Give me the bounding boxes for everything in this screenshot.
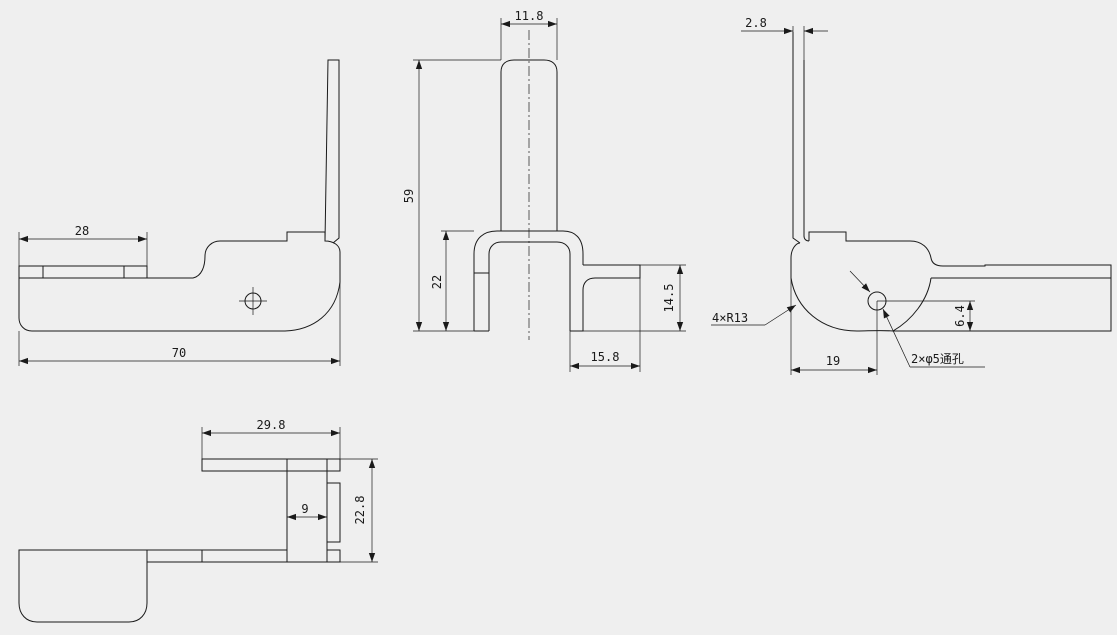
middle-view-foot <box>570 264 641 332</box>
hole-note: 2×φ5通孔 <box>911 352 964 366</box>
dim-28: 28 <box>75 224 89 238</box>
front-view-tab <box>18 265 148 279</box>
top-view-top-arm <box>201 458 341 472</box>
top-view: 29.8 9 22.8 <box>18 418 378 623</box>
middle-view-bridge-inner <box>488 241 571 331</box>
side-view-inner-arc <box>892 277 932 332</box>
dim-9: 9 <box>301 502 308 516</box>
dim-6-4: 6.4 <box>953 305 967 327</box>
top-view-arm <box>146 549 288 563</box>
leader-line <box>882 308 911 368</box>
middle-view: 11.8 59 22 14.5 15.8 <box>402 9 686 372</box>
middle-view-bridge <box>473 230 584 331</box>
leader-line <box>849 270 871 293</box>
dim-22-8: 22.8 <box>353 496 367 525</box>
front-view: 28 70 <box>18 59 341 366</box>
top-view-tab <box>326 458 341 472</box>
front-view-outline <box>18 231 341 332</box>
dim-19: 19 <box>826 354 840 368</box>
side-view-outline <box>790 231 1112 332</box>
dim-15-8: 15.8 <box>591 350 620 364</box>
dim-22: 22 <box>430 275 444 289</box>
dim-59: 59 <box>402 189 416 203</box>
dim-70: 70 <box>172 346 186 360</box>
side-view: 2.8 4×R13 19 6.4 2×φ5通孔 <box>711 16 1112 375</box>
top-view-tab <box>326 549 341 563</box>
dim-29-8: 29.8 <box>257 418 286 432</box>
middle-view-upright <box>500 59 558 231</box>
side-view-upright <box>792 32 810 244</box>
dim-14-5: 14.5 <box>662 284 676 313</box>
dim-2-8: 2.8 <box>745 16 767 30</box>
top-view-slot <box>326 482 341 543</box>
top-view-pad <box>18 549 148 623</box>
dim-11-8: 11.8 <box>515 9 544 23</box>
front-view-upright-flange <box>324 59 340 244</box>
radius-note: 4×R13 <box>712 311 748 325</box>
